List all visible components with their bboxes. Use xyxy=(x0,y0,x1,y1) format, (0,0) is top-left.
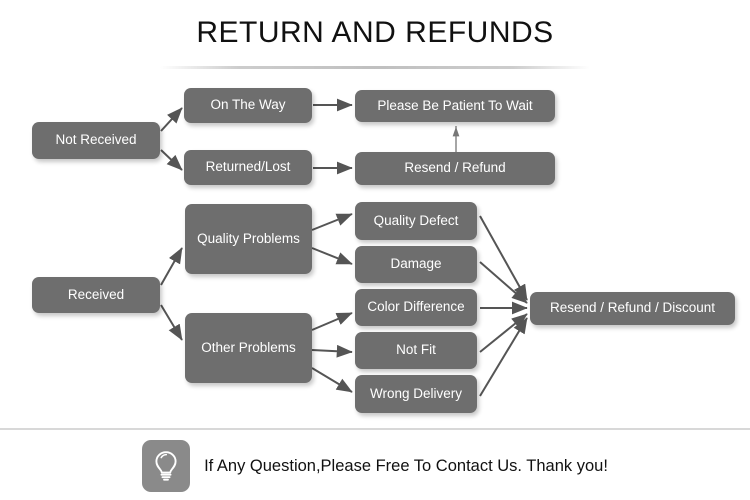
node-resend-refund-discount[interactable]: Resend / Refund / Discount xyxy=(530,292,735,325)
node-please-be-patient-to-wait[interactable]: Please Be Patient To Wait xyxy=(355,90,555,122)
node-wrong-delivery[interactable]: Wrong Delivery xyxy=(355,375,477,413)
node-color-difference[interactable]: Color Difference xyxy=(355,289,477,326)
lightbulb-icon xyxy=(142,440,191,492)
node-other-problems[interactable]: Other Problems xyxy=(185,313,312,383)
node-quality-defect[interactable]: Quality Defect xyxy=(355,202,477,240)
node-on-the-way[interactable]: On The Way xyxy=(184,88,312,123)
node-not-received[interactable]: Not Received xyxy=(32,122,160,159)
page-title: RETURN AND REFUNDS xyxy=(196,16,554,49)
node-damage[interactable]: Damage xyxy=(355,246,477,283)
title-divider xyxy=(160,66,590,69)
footer-text: If Any Question,Please Free To Contact U… xyxy=(204,456,608,475)
node-resend-refund[interactable]: Resend / Refund xyxy=(355,152,555,185)
node-quality-problems[interactable]: Quality Problems xyxy=(185,204,312,274)
footer-divider xyxy=(0,428,750,430)
node-not-fit[interactable]: Not Fit xyxy=(355,332,477,369)
footer: If Any Question,Please Free To Contact U… xyxy=(0,436,750,496)
node-returned-lost[interactable]: Returned/Lost xyxy=(184,150,312,185)
node-received[interactable]: Received xyxy=(32,277,160,313)
